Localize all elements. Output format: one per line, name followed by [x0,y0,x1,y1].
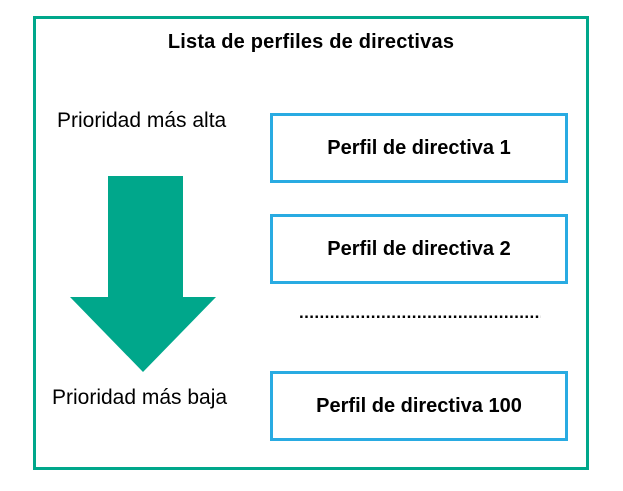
arrow-shape [70,176,216,372]
policy-profile-box-2-label: Perfil de directiva 2 [327,237,511,260]
priority-lowest-label: Prioridad más baja [52,386,228,409]
priority-down-arrow-icon [70,176,216,372]
policy-profile-box-2: Perfil de directiva 2 [270,214,568,284]
diagram-title: Lista de perfiles de directivas [167,31,455,53]
policy-profile-box-100-label: Perfil de directiva 100 [316,394,522,417]
policy-profile-box-1-label: Perfil de directiva 1 [327,136,511,159]
priority-highest-label: Prioridad más alta [57,109,227,132]
policy-profile-box-1: Perfil de directiva 1 [270,113,568,183]
diagram-frame [33,16,589,470]
policy-profile-box-100: Perfil de directiva 100 [270,371,568,441]
dotted-separator: ........................................… [299,303,541,322]
